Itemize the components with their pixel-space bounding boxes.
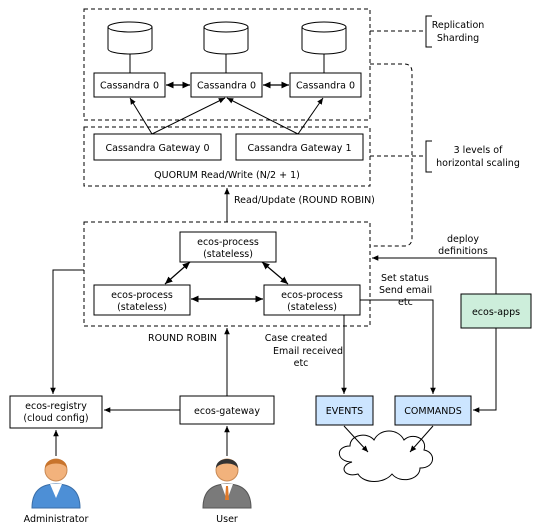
process-name: ecos-process [197, 237, 259, 248]
cassandra-node-label: Cassandra 0 [197, 81, 256, 92]
events-label: EVENTS [326, 406, 363, 417]
ecos-registry-node: ecos-registry (cloud config) [9, 395, 103, 429]
apps-to-commands-arrow [473, 328, 497, 413]
process-link [164, 261, 191, 285]
cloud-icon [338, 430, 433, 482]
database-icon [301, 21, 347, 55]
config-arrow [50, 269, 84, 394]
ecos-gateway-label: ecos-gateway [194, 406, 260, 417]
registry-subtitle: (cloud config) [23, 413, 88, 424]
cassandra-node-label: Cassandra 0 [296, 81, 355, 92]
database-icon [107, 21, 153, 55]
ecos-gateway-node: ecos-gateway [179, 395, 275, 425]
definitions-label: definitions [438, 246, 488, 257]
ecos-apps-label: ecos-apps [472, 307, 520, 318]
user-icon [202, 458, 252, 509]
cassandra-node: Cassandra 0 [190, 72, 263, 98]
commands-arrow [360, 299, 436, 394]
set-status-label: Set status [381, 273, 429, 284]
process-link [261, 261, 289, 285]
cassandra-gateway: Cassandra Gateway 0 [93, 133, 222, 161]
commands-queue: COMMANDS [394, 395, 472, 426]
registry-name: ecos-registry [25, 401, 87, 412]
scaling-note-line-2: horizontal scaling [436, 158, 520, 169]
cassandra-node-label: Cassandra 0 [100, 81, 159, 92]
process-name: ecos-process [111, 290, 173, 301]
process-name: ecos-process [281, 290, 343, 301]
read-update-label: Read/Update (ROUND ROBIN) [234, 195, 375, 206]
ecos-process-node: ecos-process (stateless) [263, 284, 361, 316]
process-state: (stateless) [117, 302, 167, 313]
ecos-process-node: ecos-process (stateless) [179, 231, 277, 263]
cassandra-cluster-group [83, 8, 371, 121]
administrator-icon [31, 458, 81, 509]
ecos-apps-node: ecos-apps [460, 293, 532, 329]
case-created-label: Case created [265, 333, 327, 344]
sharding-note: Sharding [437, 33, 479, 44]
commands-label: COMMANDS [404, 406, 461, 417]
user-label: User [216, 514, 238, 525]
send-email-label: Send email [379, 285, 432, 296]
cassandra-gateway-label: Cassandra Gateway 0 [105, 143, 209, 154]
etc-label: etc [294, 358, 309, 369]
scaling-bracket [370, 63, 413, 247]
process-state: (stateless) [203, 249, 253, 260]
deploy-arrow [372, 255, 497, 294]
scaling-note: 3 levels of [454, 145, 503, 156]
administrator-label: Administrator [24, 514, 89, 525]
round-robin-label: ROUND ROBIN [148, 333, 217, 344]
ecos-process-node: ecos-process (stateless) [93, 284, 191, 316]
deploy-label: deploy [447, 234, 479, 245]
replication-note: Replication [432, 20, 485, 31]
email-received-label: Email received [273, 346, 343, 357]
cassandra-node: Cassandra 0 [93, 72, 166, 98]
cassandra-gateway-label: Cassandra Gateway 1 [247, 143, 351, 154]
cassandra-node: Cassandra 0 [289, 72, 362, 98]
process-state: (stateless) [287, 302, 337, 313]
etc-label: etc [398, 297, 413, 308]
quorum-label: QUORUM Read/Write (N/2 + 1) [154, 170, 300, 181]
database-icon [203, 21, 249, 55]
cassandra-gateway: Cassandra Gateway 1 [235, 133, 364, 161]
events-queue: EVENTS [315, 395, 374, 426]
